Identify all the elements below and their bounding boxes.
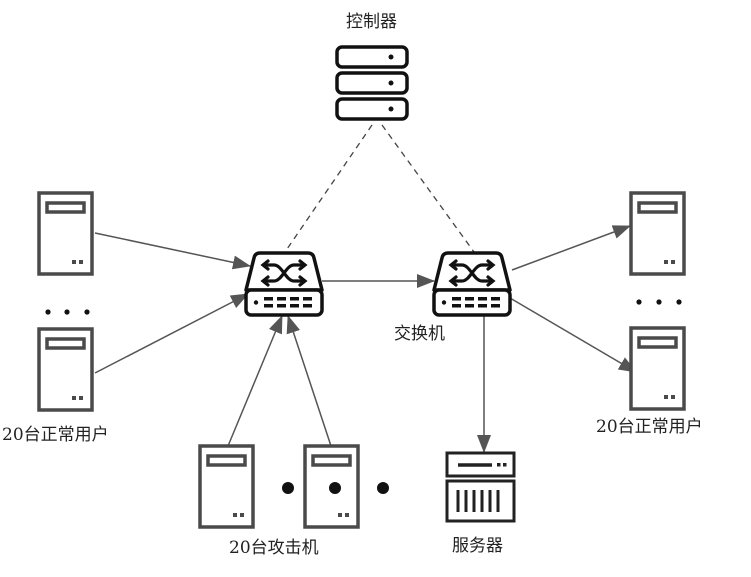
controller-server-stack-icon: [335, 45, 409, 121]
edge-switch-right-right-user-2: [509, 297, 637, 373]
edge-controller-switch-right: [381, 124, 475, 253]
shuffle-arrows-icon: [260, 259, 308, 287]
host-tower-icon: [198, 444, 255, 529]
ellipsis-right-users: [636, 299, 682, 305]
edge-left-user-2-switch-left: [94, 293, 249, 374]
attackers-label: 20台攻击机: [229, 538, 319, 558]
left-users-label: 20台正常用户: [2, 425, 109, 445]
network-switch-icon: [244, 251, 324, 317]
edge-attacker-2-switch-left: [286, 315, 332, 447]
network-switch-icon: [432, 251, 512, 317]
edge-attacker-1-switch-left: [227, 315, 283, 447]
ellipsis-attackers: [282, 482, 389, 494]
ellipsis-left-users: [45, 309, 90, 315]
server-label: 服务器: [452, 536, 503, 556]
edge-switch-right-right-user-1: [511, 225, 631, 271]
server-icon: [445, 451, 516, 523]
host-tower-icon: [37, 191, 94, 276]
host-tower-icon: [37, 327, 94, 412]
shuffle-arrows-icon: [448, 259, 496, 287]
host-tower-icon: [629, 191, 686, 276]
edges: [94, 124, 637, 453]
controller-label: 控制器: [346, 12, 397, 32]
edge-left-user-1-switch-left: [94, 232, 251, 270]
switch-label: 交换机: [394, 324, 445, 344]
edge-controller-switch-left: [284, 124, 373, 253]
host-tower-icon: [629, 326, 686, 411]
right-users-label: 20台正常用户: [596, 417, 703, 437]
